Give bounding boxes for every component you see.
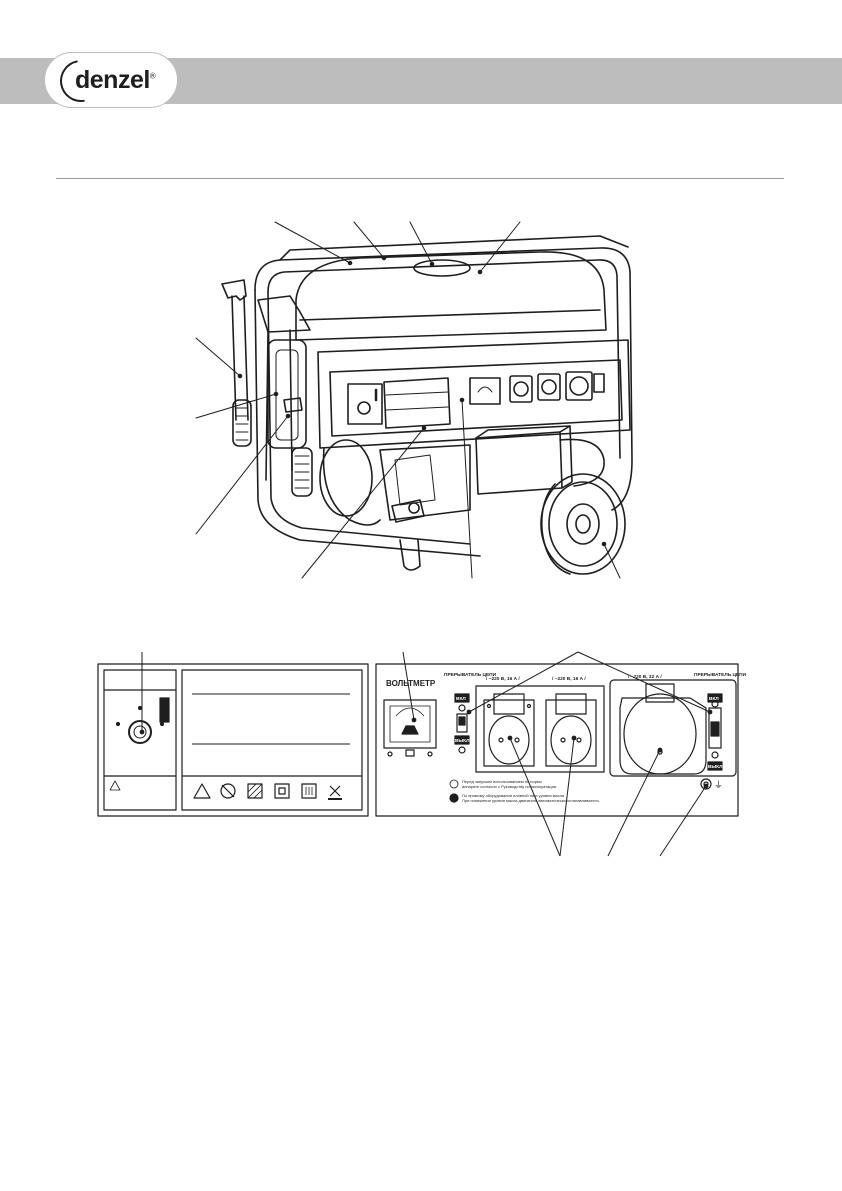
warning-triangle-icon: [109, 780, 121, 791]
section-divider: [56, 178, 784, 179]
ground-icon: [700, 778, 712, 790]
warning-triangle-icon: [193, 783, 211, 799]
logo-pill: [44, 52, 178, 108]
ignition-key-icon: [128, 720, 152, 744]
registered-mark: ®: [149, 71, 156, 81]
hatched-box-icon: [247, 783, 263, 799]
callout-leaders-top: [195, 221, 621, 579]
breaker-label-left: ПРЕРЫВАТЕЛЬ ЦЕПИ: [444, 672, 497, 678]
generator-control-panel: [317, 339, 631, 449]
generator-wheel: [540, 473, 626, 575]
air-filter-cover: [267, 339, 307, 449]
notice-2-line-1: По прямому оборудовании пловной на и уро…: [462, 793, 565, 798]
circuit-breaker-icon: [454, 735, 470, 745]
breaker-on-right: ВКЛ: [709, 696, 719, 702]
generator-frame: [254, 235, 633, 557]
socket-mid-label: / ~220 В, 16 А /: [552, 676, 586, 682]
eac-mark-icon: [301, 783, 317, 799]
socket-left-label: / ~220 В, 16 А /: [486, 676, 520, 682]
output-panel: [375, 651, 739, 857]
breaker-on-left: ВКЛ: [456, 696, 466, 702]
voltmeter-icon: [383, 699, 437, 749]
generator-engine: [319, 425, 605, 571]
brand-logo-text: denzel: [75, 66, 150, 94]
ground-symbol: ⏚: [714, 780, 723, 790]
brand-logo: denzel®: [75, 66, 156, 95]
crossed-bin-icon: [329, 785, 341, 797]
voltmeter-label: ВОЛЬТМЕТР: [386, 679, 436, 688]
breaker-off-left: ВЫКЛ: [455, 738, 470, 744]
breaker-label-right: ПРЕРЫВАТЕЛЬ ЦЕПИ: [694, 672, 747, 678]
ignition-panel: [97, 652, 369, 817]
notice-1-line-2: аппарате согласно с Руководству по экспл…: [462, 784, 557, 789]
socket-big-label: / ~220 В, 32 А /: [628, 674, 662, 680]
notice-2-line-2: При понижении уровня масла двигатель авт…: [462, 798, 600, 803]
notice-1-line-1: Перед запуском использованием по нормо: [462, 779, 543, 784]
fuel-cap: [413, 259, 471, 277]
support-foot: [399, 539, 421, 571]
breaker-off-right: ВЫКЛ: [708, 764, 723, 770]
double-square-icon: [274, 783, 290, 799]
crossed-out-icon: [220, 783, 236, 799]
